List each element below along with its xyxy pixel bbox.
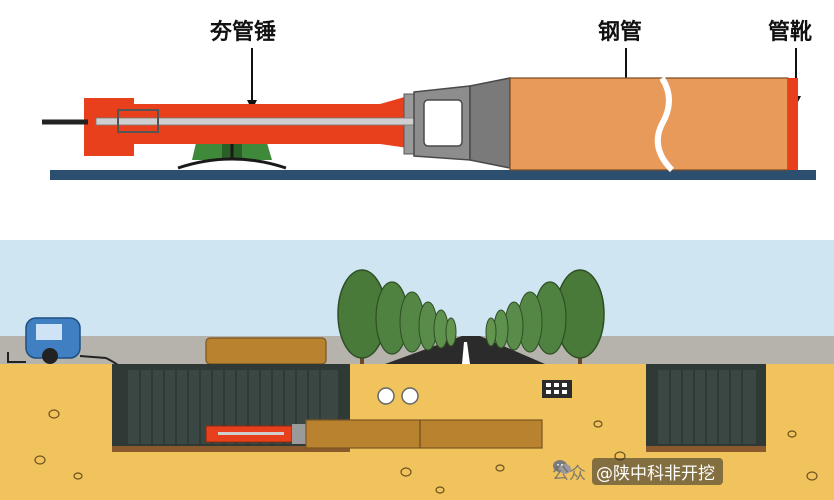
trees-right	[485, 269, 605, 364]
hammer-assembly-illustration	[42, 48, 816, 180]
air-compressor	[25, 317, 107, 364]
utility-pipe-1	[377, 387, 395, 405]
cable-duct	[542, 380, 572, 398]
wechat-icon	[553, 460, 571, 474]
steel-pipe-label: 钢管	[598, 20, 643, 45]
trees-left	[337, 269, 457, 364]
watermark: 公众 @陕中科非开挖	[552, 457, 723, 485]
underground-pipe	[305, 419, 543, 449]
pipe-adapter	[413, 77, 511, 169]
soil-pebbles	[34, 409, 818, 494]
watermark-left-text: 公众	[552, 463, 586, 484]
rod-clamp	[117, 109, 159, 133]
hammer-label: 夯管锤	[210, 20, 277, 45]
utility-pipe-2	[401, 387, 419, 405]
watermark-account: @陕中科非开挖	[592, 457, 723, 485]
pipe-shoe	[788, 78, 798, 170]
pipe-shoe-label: 管靴	[768, 20, 813, 45]
base-plate	[50, 170, 816, 180]
road-center-line	[462, 342, 470, 364]
receiving-pit	[646, 364, 766, 452]
bottom-scene-panel	[0, 240, 834, 500]
top-diagram-panel: 夯管锤 钢管 管靴	[0, 0, 834, 236]
surface-pipe	[205, 337, 327, 365]
hammer-in-pit	[205, 424, 306, 444]
steel-pipe	[509, 76, 789, 173]
